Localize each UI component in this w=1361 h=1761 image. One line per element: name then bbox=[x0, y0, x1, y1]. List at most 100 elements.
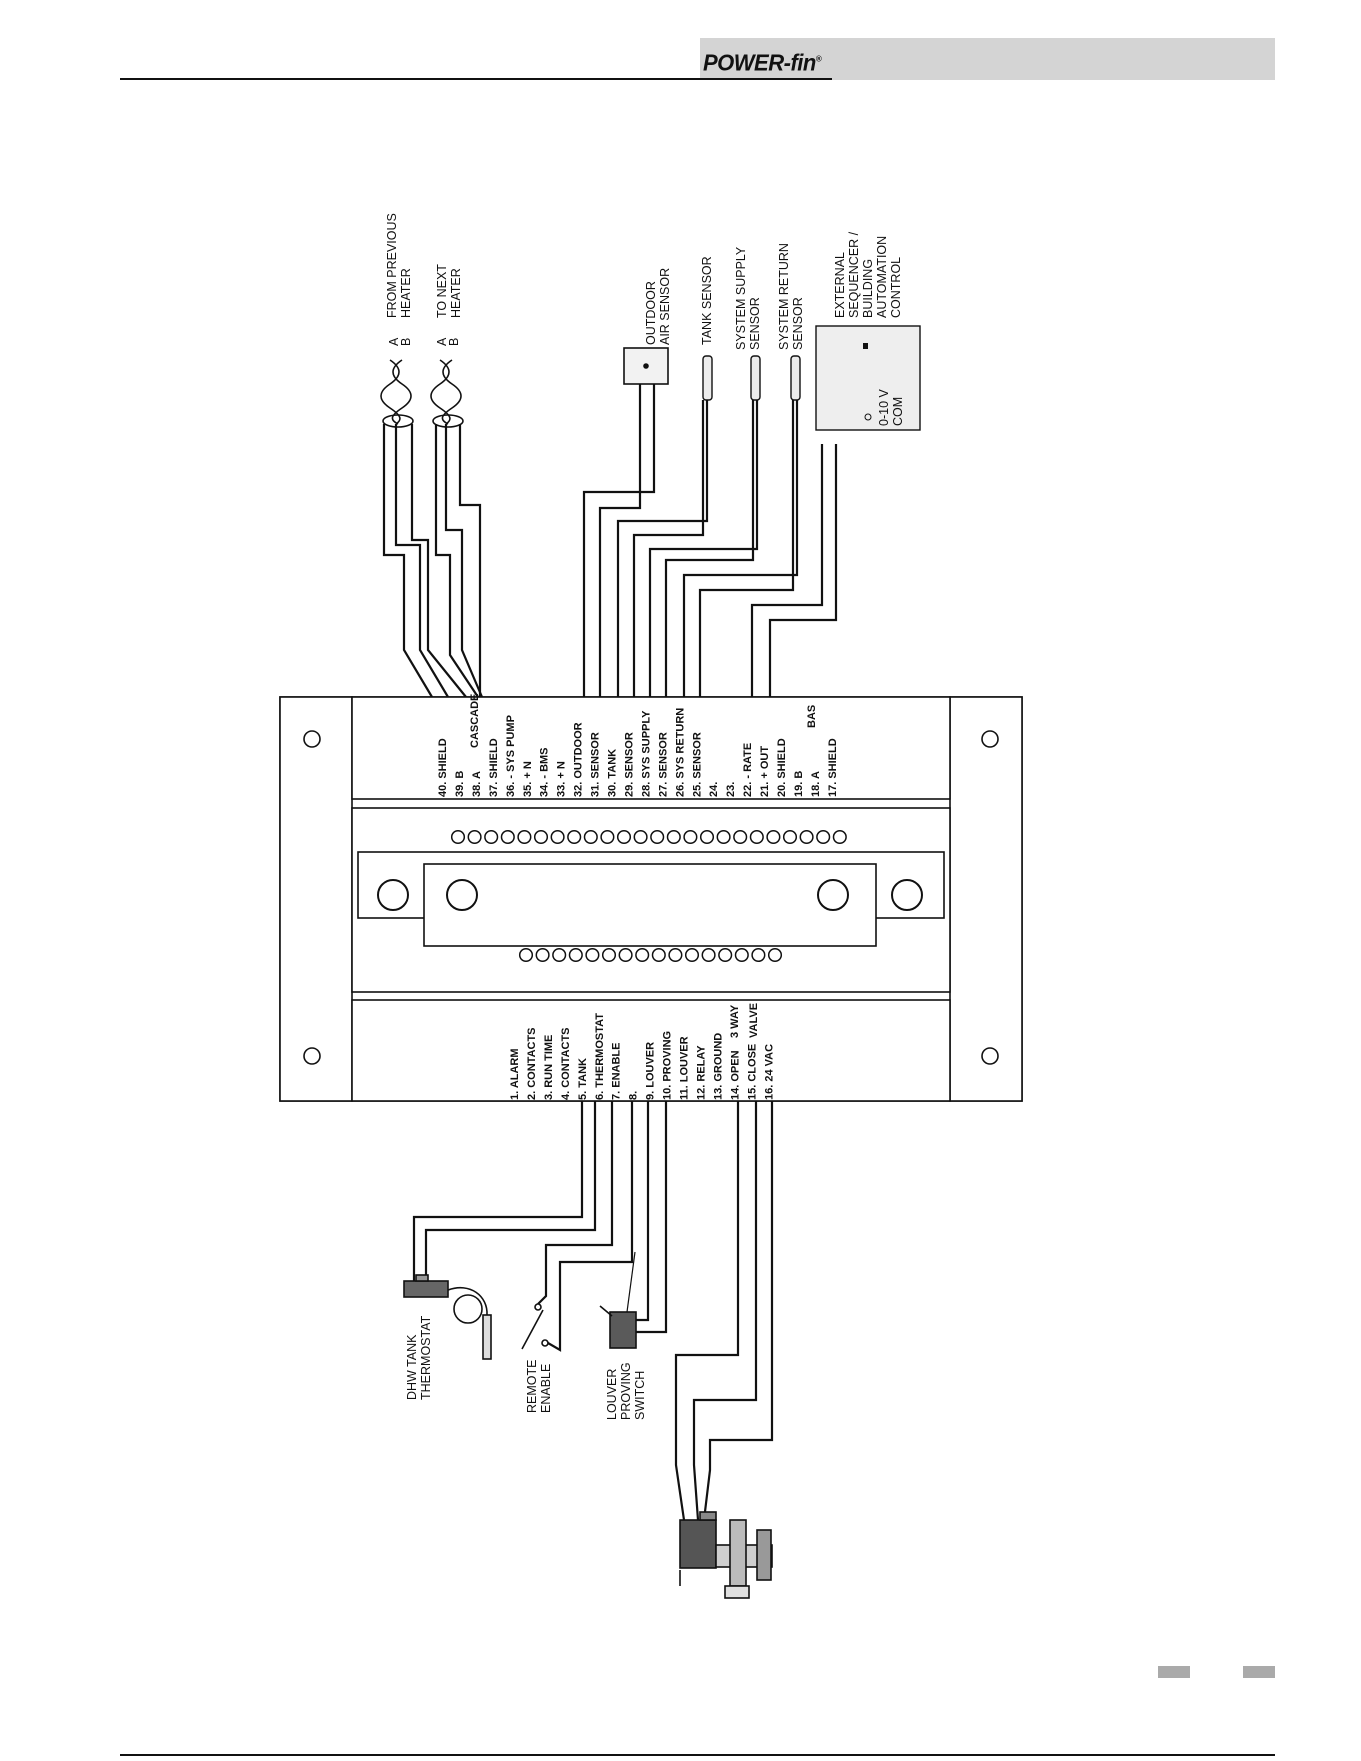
microswitch-body bbox=[609, 1311, 637, 1349]
brand-logo: POWER-fin® bbox=[703, 49, 822, 76]
top-terminal-label: 40. SHIELD bbox=[437, 738, 449, 797]
system-supply-sensor-probe bbox=[750, 355, 761, 401]
bottom-terminal-label: 11. LOUVER bbox=[679, 1036, 691, 1100]
mounting-hole bbox=[303, 1047, 321, 1065]
board-right-strip bbox=[949, 696, 1023, 1102]
wire bbox=[750, 444, 824, 697]
cable-jacket-end bbox=[382, 414, 414, 428]
to-next-label-line-2: HEATER bbox=[449, 268, 463, 318]
top-terminal-label: 39. B bbox=[454, 771, 466, 797]
wire bbox=[692, 1101, 758, 1521]
wire bbox=[616, 400, 709, 697]
wire bbox=[632, 400, 705, 697]
group-labels: CASCADE BAS 3 WAY VALVE bbox=[469, 694, 818, 1038]
terminal-screw bbox=[518, 947, 534, 963]
terminal-screw bbox=[683, 829, 698, 845]
probe-body bbox=[790, 355, 801, 401]
terminal-screw bbox=[799, 829, 814, 845]
wire bbox=[412, 1101, 584, 1281]
terminal-screw bbox=[517, 829, 532, 845]
switch-lever bbox=[521, 1309, 544, 1350]
board-screw bbox=[817, 879, 849, 911]
header-bar bbox=[700, 38, 1275, 80]
terminal-screw bbox=[568, 947, 583, 963]
bottom-terminal-label: 12. RELAY bbox=[695, 1045, 707, 1100]
wire bbox=[768, 444, 838, 697]
control-box-terminal bbox=[864, 413, 872, 421]
top-terminal-label: 25. SENSOR bbox=[691, 732, 703, 797]
top-terminal-label: 19. B bbox=[793, 771, 805, 797]
terminal-screw bbox=[484, 829, 499, 845]
terminal-screw bbox=[767, 947, 783, 963]
mounting-holes bbox=[303, 730, 999, 1065]
terminal-screw bbox=[533, 829, 549, 845]
wire bbox=[664, 400, 755, 697]
louver-switch-label-line-2: PROVING bbox=[619, 1362, 633, 1420]
wire bbox=[424, 1101, 597, 1281]
thermostat-body bbox=[403, 1280, 449, 1298]
terminal-screw bbox=[635, 947, 650, 963]
terminal-screw bbox=[567, 829, 582, 845]
wire bbox=[636, 1101, 650, 1322]
mounting-hole bbox=[981, 1047, 999, 1065]
bottom-terminal-label: 2. CONTACTS bbox=[526, 1027, 538, 1100]
brand-text: POWER-fin bbox=[703, 49, 816, 76]
external-control-label-line-4: AUTOMATION bbox=[875, 236, 889, 318]
outdoor-air-sensor bbox=[623, 347, 669, 385]
board-screws bbox=[377, 879, 923, 911]
top-terminal-label: 26. SYS RETURN bbox=[674, 708, 686, 797]
three-way-valve bbox=[679, 1511, 773, 1599]
cable-twist bbox=[430, 359, 451, 425]
dhw-thermostat-label-line-2: THERMOSTAT bbox=[419, 1315, 433, 1400]
top-terminal-label: 17. SHIELD bbox=[827, 738, 839, 797]
from-previous-label-line-2: HEATER bbox=[399, 268, 413, 318]
bottom-terminal-label: 14. OPEN bbox=[729, 1050, 741, 1100]
top-terminal-label: 35. + N bbox=[522, 761, 534, 797]
bottom-terminal-label: 5. TANK bbox=[577, 1058, 589, 1100]
terminal-screw bbox=[766, 829, 781, 845]
top-terminal-label: 30. TANK bbox=[607, 749, 619, 797]
remote-enable-label-line-2: ENABLE bbox=[539, 1364, 553, 1413]
to-next-label-line-1: TO NEXT bbox=[435, 264, 449, 318]
outdoor-sensor-label-line-2: AIR SENSOR bbox=[658, 268, 672, 345]
board-left-strip bbox=[279, 696, 353, 1102]
bottom-terminal-label: 6. THERMOSTAT bbox=[594, 1013, 606, 1100]
terminal-screw bbox=[733, 829, 748, 845]
wire bbox=[458, 424, 482, 697]
terminal-screw bbox=[633, 829, 648, 845]
louver-switch-label-line-1: LOUVER bbox=[605, 1369, 619, 1420]
registered-mark: ® bbox=[815, 54, 822, 64]
wire bbox=[444, 424, 484, 698]
wire bbox=[394, 424, 449, 698]
board-screw bbox=[891, 879, 923, 911]
terminal-screw bbox=[816, 829, 831, 845]
microswitch-mount bbox=[599, 1305, 613, 1317]
terminal-screw bbox=[583, 829, 598, 845]
probe-body bbox=[702, 355, 713, 401]
valve-label: VALVE bbox=[748, 1003, 760, 1038]
top-terminal-label: 28. SYS SUPPLY bbox=[640, 710, 652, 797]
board-screw bbox=[377, 879, 409, 911]
system-return-sensor-probe bbox=[790, 355, 801, 401]
wire bbox=[537, 1101, 614, 1305]
pair-next-b: B bbox=[447, 338, 461, 346]
thermostat-capillary bbox=[453, 1294, 483, 1324]
terminal-screw bbox=[716, 829, 731, 845]
thermostat-bulb bbox=[482, 1314, 492, 1360]
twisted-pair-next bbox=[430, 359, 464, 428]
pair-previous-a: A bbox=[387, 337, 401, 346]
top-terminal-label: 38. A bbox=[471, 771, 483, 797]
top-terminal-label: 29. SENSOR bbox=[623, 732, 635, 797]
microswitch-lever bbox=[626, 1251, 636, 1313]
terminal-screw bbox=[751, 947, 766, 963]
bottom-screw-row bbox=[518, 947, 783, 963]
dhw-tank-thermostat bbox=[403, 1274, 492, 1360]
terminal-screw bbox=[699, 829, 715, 845]
terminal-screw bbox=[668, 947, 683, 963]
terminal-screw bbox=[500, 829, 515, 845]
capillary-line bbox=[447, 1286, 488, 1316]
wire bbox=[382, 424, 433, 698]
footer-box-right bbox=[1243, 1666, 1275, 1678]
tank-sensor-label: TANK SENSOR bbox=[700, 256, 714, 345]
